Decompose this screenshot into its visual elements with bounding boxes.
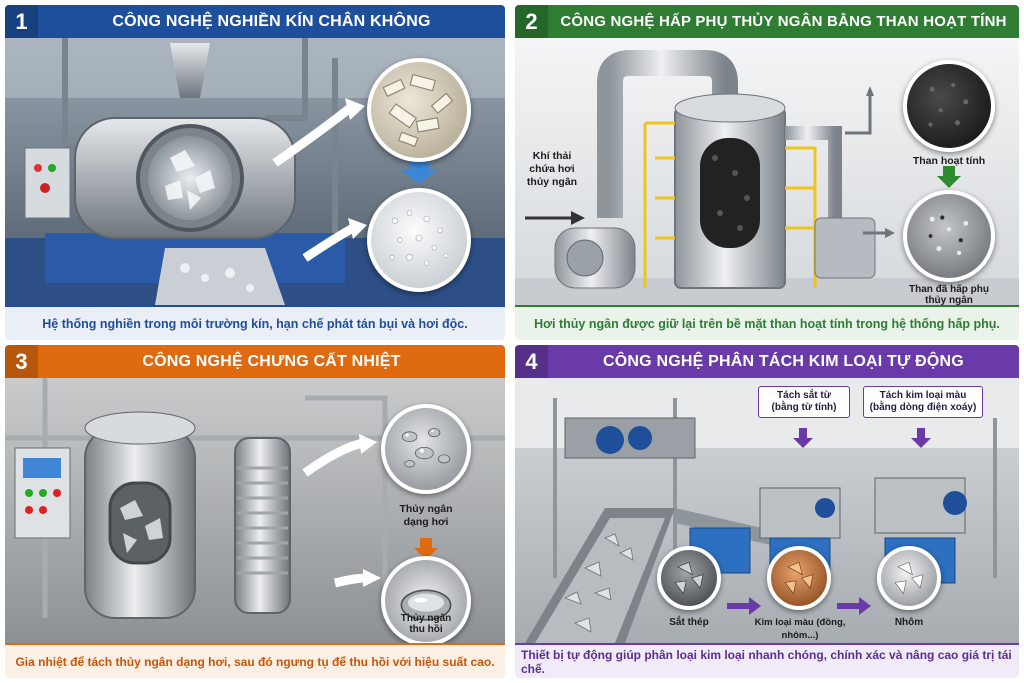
- copper-scrap-closeup: [767, 546, 831, 610]
- panel-thermal-distillation: 3 CÔNG NGHỆ CHƯNG CẤT NHIỆT: [5, 345, 505, 678]
- spent-carbon-label: Than đã hấp phụ thủy ngân: [909, 284, 989, 305]
- panel-caption: Hệ thống nghiền trong môi trường kín, hạ…: [5, 305, 505, 340]
- panel-number: 1: [5, 5, 38, 38]
- fresh-activated-carbon-closeup: [903, 60, 995, 152]
- recovered-mercury-closeup: [381, 556, 471, 643]
- distillation-system-image: Thủy ngân dạng hơi Thủy ngân thu hồi: [5, 378, 505, 643]
- magnetic-separation-box: Tách sắt từ (bằng từ tính): [758, 386, 850, 418]
- eddy-current-separation-box: Tách kim loại màu (bằng dòng điện xoáy): [863, 386, 983, 418]
- aluminum-label: Nhôm: [894, 617, 924, 628]
- aluminum-scrap-closeup: [877, 546, 941, 610]
- panel-number: 4: [515, 345, 548, 378]
- panel-metal-separation: 4 CÔNG NGHỆ PHÂN TÁCH KIM LOẠI TỰ ĐỘNG: [515, 345, 1019, 678]
- activated-carbon-label: Than hoạt tính: [912, 155, 986, 167]
- panel-number: 3: [5, 345, 38, 378]
- panel-title: CÔNG NGHỆ HẤP PHỤ THỦY NGÂN BẰNG THAN HO…: [560, 13, 1007, 30]
- sorting-line-image: Tách sắt từ (bằng từ tính) Tách kim loại…: [515, 378, 1019, 643]
- recovered-mercury-label-visible: Thủy ngân thu hồi: [400, 613, 452, 635]
- panel-header: 4 CÔNG NGHỆ PHÂN TÁCH KIM LOẠI TỰ ĐỘNG: [515, 345, 1019, 378]
- adsorption-tower-image: Khí thải chứa hơi thủy ngân Than hoạt tí…: [515, 38, 1019, 305]
- flue-gas-label: Khí thải chứa hơi thủy ngân: [526, 150, 578, 188]
- steel-label: Sắt thép: [669, 617, 709, 628]
- steel-scrap-closeup: [657, 546, 721, 610]
- panel-header: 3 CÔNG NGHỆ CHƯNG CẤT NHIỆT: [5, 345, 505, 378]
- crusher-machine-image: [5, 38, 505, 305]
- panel-vacuum-crushing: 1 CÔNG NGHỆ NGHIỀN KÍN CHÂN KHÔNG: [5, 5, 505, 340]
- fine-glass-particles-closeup: [367, 188, 471, 292]
- crushed-lamp-fragments-closeup: [367, 58, 471, 162]
- panel-number: 2: [515, 5, 548, 38]
- panel-caption: Hơi thủy ngân được giữ lại trên bề mặt t…: [515, 305, 1019, 340]
- mercury-vapor-label: Thủy ngân dạng hơi: [399, 503, 453, 528]
- panel-caption: Thiết bị tự động giúp phân loại kim loại…: [515, 643, 1019, 678]
- panel-title: CÔNG NGHỆ CHƯNG CẤT NHIỆT: [142, 352, 401, 370]
- nonferrous-label: Kim loại màu (đồng, nhôm...): [754, 617, 846, 641]
- panel-activated-carbon: 2 CÔNG NGHỆ HẤP PHỤ THỦY NGÂN BẰNG THAN …: [515, 5, 1019, 340]
- panel-title: CÔNG NGHỆ NGHIỀN KÍN CHÂN KHÔNG: [112, 12, 431, 30]
- spent-carbon-closeup: [903, 190, 995, 282]
- mercury-vapor-closeup: [381, 404, 471, 494]
- panel-header: 1 CÔNG NGHỆ NGHIỀN KÍN CHÂN KHÔNG: [5, 5, 505, 38]
- panel-title: CÔNG NGHỆ PHÂN TÁCH KIM LOẠI TỰ ĐỘNG: [603, 352, 964, 370]
- panel-caption: Gia nhiệt để tách thủy ngân dạng hơi, sa…: [5, 643, 505, 678]
- panel-header: 2 CÔNG NGHỆ HẤP PHỤ THỦY NGÂN BẰNG THAN …: [515, 5, 1019, 38]
